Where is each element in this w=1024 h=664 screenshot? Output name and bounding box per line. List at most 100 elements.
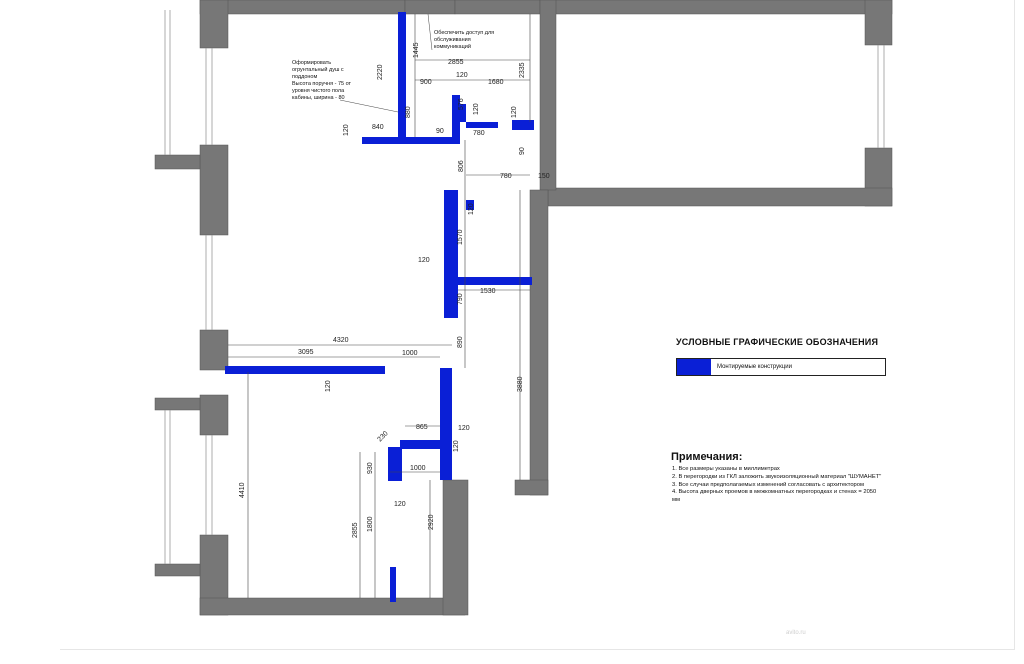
note-item: 2. В перегородки из ГКЛ заложить звукоиз… [672, 473, 882, 480]
dim-label: 865 [416, 424, 428, 431]
sheet-frame [60, 0, 1015, 650]
dim-label: 120 [468, 203, 475, 215]
note-line: огрунтальный душ с [292, 66, 344, 73]
wall-corridor-right [529, 189, 549, 496]
dim-label: 790 [457, 293, 464, 305]
wall-left-2 [199, 144, 229, 236]
dim-label: 576 [458, 98, 465, 110]
kitchen-annotation: Оформировать огрунтальный душ с поддоном… [292, 60, 399, 113]
notes-title: Примечания: [671, 451, 743, 463]
dim-label: 900 [420, 79, 432, 86]
dim-label: 890 [457, 336, 464, 348]
dim-label: 2855 [352, 522, 359, 538]
dim-label: 120 [418, 257, 430, 264]
wall-left-3 [199, 329, 229, 371]
note-line: Оформировать [292, 60, 331, 66]
note-line: Обеспечить доступ для [434, 30, 494, 36]
dim-label: 3095 [298, 349, 314, 356]
balcony-stub-2 [154, 397, 201, 411]
dim-label: 4320 [333, 337, 349, 344]
dim-label: 120 [394, 501, 406, 508]
dim-label: 2335 [519, 62, 526, 78]
dim-label: 120 [511, 106, 518, 118]
note-line: поддоном [292, 74, 317, 80]
note-line: коммуникаций [434, 43, 471, 50]
wall-left-1 [199, 0, 229, 49]
dim-label: 2220 [377, 64, 384, 80]
dim-label: 880 [405, 106, 412, 118]
dim-label: 90 [519, 147, 526, 155]
new-constructions [225, 12, 534, 602]
balcony-stub-3 [154, 563, 201, 577]
dim-label: 1570 [457, 229, 464, 245]
dim-label: 780 [500, 173, 512, 180]
partition-5 [466, 122, 498, 128]
wall-corridor-foot [514, 479, 549, 496]
dim-label: 150 [538, 173, 550, 180]
legend-swatch-new-construction [677, 359, 711, 375]
dim-label: 120 [453, 440, 460, 452]
dim-label: 90 [436, 128, 444, 135]
balcony-stub-1 [154, 154, 201, 170]
dim-label: 1530 [480, 288, 496, 295]
dim-label: 1800 [367, 516, 374, 532]
note-line: обслуживания [434, 37, 471, 43]
legend-box: Монтируемые конструкции [676, 358, 886, 376]
partition-12 [388, 447, 402, 481]
partition-3 [452, 95, 460, 144]
partition-2 [362, 137, 460, 144]
exterior-walls [154, 0, 893, 616]
dimension-lines [228, 14, 531, 598]
dim-label: 1445 [413, 42, 420, 58]
partition-6 [512, 120, 534, 130]
dim-label: 780 [473, 130, 485, 137]
legend-label: Монтируемые конструкции [717, 364, 792, 370]
wall-right-upper [864, 0, 893, 46]
dim-label: 120 [456, 72, 468, 79]
access-annotation: Обеспечить доступ для обслуживания комму… [427, 13, 494, 51]
partition-11 [400, 440, 444, 449]
note-item: 3. Все случаи предполагаемых изменений с… [672, 481, 864, 488]
wall-top-left [199, 0, 406, 15]
dim-label: 930 [367, 462, 374, 474]
partition-13 [390, 567, 396, 602]
partition-7 [444, 190, 458, 318]
dim-label: 120 [325, 380, 332, 392]
dim-label: 1000 [410, 465, 426, 472]
wall-top-mid [404, 0, 456, 15]
window-lines [164, 10, 885, 564]
wall-top-right [539, 0, 893, 15]
partition-14 [466, 200, 474, 210]
dim-label: 2920 [428, 514, 435, 530]
partition-10 [440, 368, 452, 480]
wall-bottom [199, 597, 466, 616]
dimension-labels: 1445 2220 2855 900 120 1680 2335 576 120… [239, 42, 550, 538]
notes-list: 1. Все размеры указаны в миллиметрах 2. … [672, 466, 882, 505]
partition-4 [460, 104, 466, 122]
dim-label: 120 [473, 103, 480, 115]
wall-left-4 [199, 394, 229, 436]
legend-title: УСЛОВНЫЕ ГРАФИЧЕСКИЕ ОБОЗНАЧЕНИЯ [676, 337, 879, 347]
dim-label: 1000 [402, 350, 418, 357]
wall-bottom-right-post [442, 479, 469, 616]
note-item: 4. Высота дверных проемов в межкомнатных… [672, 489, 877, 504]
note-item: 1. Все размеры указаны в миллиметрах [672, 466, 780, 472]
dim-label: 840 [372, 124, 384, 131]
dim-label: 3880 [517, 376, 524, 392]
dim-label: 230 [376, 430, 389, 443]
dim-label: 120 [343, 124, 350, 136]
partition-9 [225, 366, 385, 374]
note-line: Высота поручня - 75 от [292, 81, 352, 87]
watermark: avito.ru [786, 630, 806, 636]
dim-label: 1680 [488, 79, 504, 86]
partition-1 [398, 12, 406, 140]
note-line: уровня чистого пола [292, 88, 345, 94]
dim-label: 120 [458, 425, 470, 432]
partition-8 [458, 277, 532, 285]
wall-room-divider [539, 0, 557, 191]
dim-label: 806 [458, 160, 465, 172]
note-line: кабины, ширина - 80 [292, 95, 345, 101]
wall-right-bottom [547, 187, 893, 207]
